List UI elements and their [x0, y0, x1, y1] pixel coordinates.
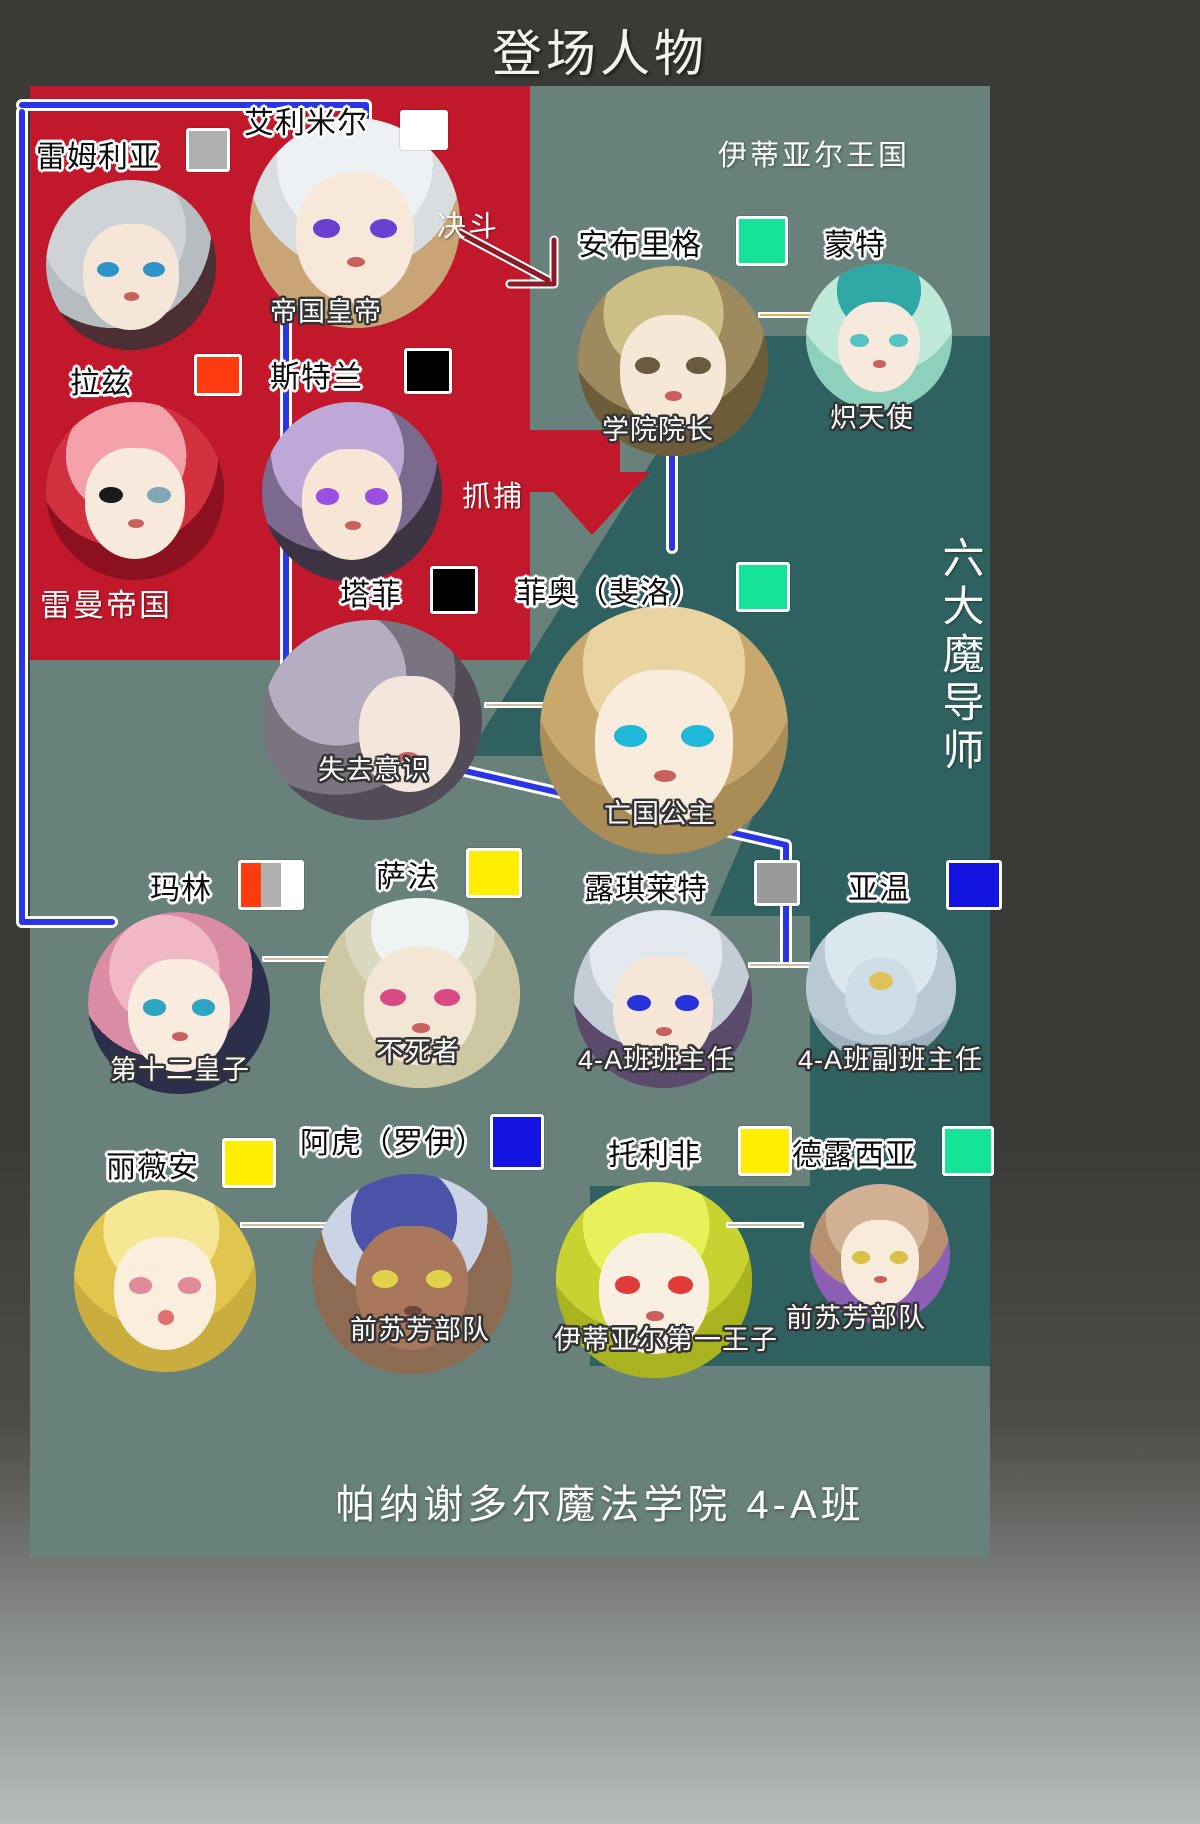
- character-name: 蒙特: [824, 229, 886, 262]
- avatar: [556, 1182, 752, 1378]
- duel-relation-label: 决斗: [437, 211, 500, 243]
- character-name: 菲奥（斐洛）: [516, 577, 702, 610]
- capture-arrow-icon: [420, 430, 650, 535]
- avatar: [262, 620, 482, 820]
- character-badge: [238, 860, 304, 910]
- character-role: 伊蒂亚尔第一王子: [554, 1325, 778, 1355]
- capture-relation-label: 抓捕: [462, 481, 525, 513]
- avatar: [46, 402, 224, 580]
- avatar: [806, 912, 956, 1062]
- character-name: 亚温: [848, 873, 910, 906]
- avatar: [46, 180, 216, 350]
- character-badge: [490, 1114, 544, 1170]
- avatar: [320, 898, 520, 1088]
- avatar: [262, 402, 442, 582]
- character-name: 斯特兰: [270, 361, 363, 394]
- character-badge: [222, 1138, 276, 1188]
- character-role: 亡国公主: [604, 799, 716, 829]
- character-role: 前苏芳部队: [350, 1315, 490, 1345]
- character-badge: [186, 128, 230, 172]
- avatar: [574, 910, 752, 1088]
- character-role: 学院院长: [602, 415, 714, 445]
- character-role: 不死者: [376, 1037, 460, 1067]
- page-title: 登场人物: [492, 26, 708, 82]
- character-name: 艾利米尔: [244, 107, 368, 140]
- avatar: [540, 606, 788, 854]
- character-name: 阿虎（罗伊）: [300, 1127, 486, 1160]
- footer-label: 帕纳谢多尔魔法学院 4-A班: [335, 1483, 865, 1527]
- character-name: 安布里格: [578, 229, 702, 262]
- character-badge: [942, 1126, 994, 1176]
- character-badge: [194, 354, 242, 396]
- character-badge: [404, 348, 452, 394]
- character-role: 炽天使: [830, 403, 914, 433]
- avatar: [806, 264, 952, 410]
- avatar: [578, 266, 768, 456]
- character-role: 4-A班副班主任: [798, 1045, 984, 1075]
- connector-tolifei-deluxiya: [726, 1222, 804, 1228]
- character-name: 萨法: [376, 861, 438, 894]
- character-badge: [738, 1126, 792, 1176]
- character-name: 德露西亚: [792, 1139, 916, 1172]
- character-role: 帝国皇帝: [270, 297, 382, 327]
- character-name: 玛林: [150, 873, 212, 906]
- avatar: [88, 912, 270, 1094]
- character-badge: [400, 110, 448, 150]
- character-name: 雷姆利亚: [36, 141, 160, 174]
- character-role: 第十二皇子: [110, 1055, 250, 1085]
- avatar: [312, 1174, 512, 1374]
- avatar: [250, 118, 460, 328]
- character-role-unconscious: 失去意识: [318, 755, 430, 785]
- character-badge: [736, 562, 790, 612]
- character-name: 拉兹: [70, 367, 132, 400]
- character-badge: [430, 566, 478, 614]
- character-name: 露琪莱特: [584, 873, 708, 906]
- empire-label: 雷曼帝国: [40, 588, 172, 623]
- character-name: 托利非: [608, 1139, 701, 1172]
- character-badge: [754, 860, 800, 906]
- character-badge: [736, 216, 788, 266]
- six-mages-label: 六大魔导师: [937, 536, 984, 776]
- character-role: 前苏芳部队: [786, 1303, 926, 1333]
- character-badge: [946, 860, 1002, 910]
- character-name: 丽薇安: [106, 1151, 199, 1184]
- character-role: 4-A班班主任: [578, 1045, 736, 1075]
- avatar: [74, 1190, 256, 1372]
- character-name: 塔菲: [340, 579, 402, 612]
- kingdom-label: 伊蒂亚尔王国: [718, 140, 911, 172]
- character-badge: [466, 848, 522, 898]
- avatar: [810, 1184, 950, 1324]
